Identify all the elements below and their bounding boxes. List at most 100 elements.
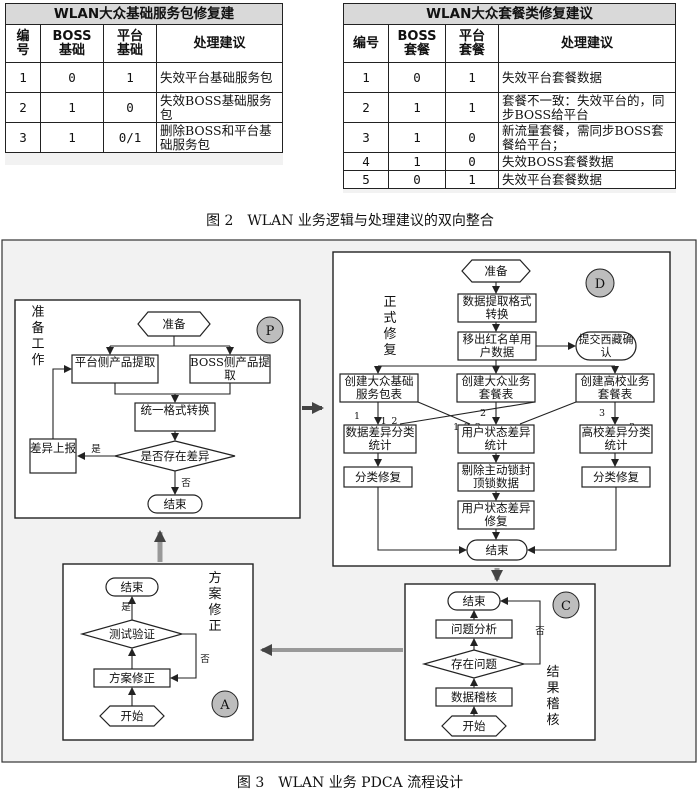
- table1-cell: 0: [40, 62, 104, 93]
- d-fix3-label: 分类修复: [593, 470, 639, 484]
- svg-text:准: 准: [31, 305, 44, 320]
- panel-p-letter: P: [266, 324, 275, 339]
- d-route-1: 1: [354, 411, 360, 422]
- table2-cell: 1: [445, 170, 499, 189]
- table2-cell: 1: [343, 62, 389, 93]
- svg-text:修: 修: [383, 327, 396, 342]
- table2-cell: 1: [388, 92, 446, 123]
- d-diff-stat: [343, 424, 417, 454]
- p-platform-extract: [71, 354, 159, 384]
- p-report-label: 差异上报: [30, 441, 76, 455]
- d-base-pkg-label: 创建大众基础服务包表: [344, 374, 414, 401]
- table2-cell: 1: [388, 122, 446, 153]
- d-remove-label: 移出红名单用户数据: [462, 332, 532, 359]
- table1-cell: 2: [5, 92, 41, 123]
- table1-cell: 1: [103, 62, 157, 93]
- table2-cell: 3: [343, 122, 389, 153]
- svg-text:式: 式: [383, 311, 396, 326]
- a-test-label: 测试验证: [109, 627, 155, 641]
- table1-header-plat: 平台基础: [103, 24, 157, 63]
- panel-c-title: 结 果 稽 核: [546, 665, 559, 728]
- d-unlock: [457, 462, 535, 492]
- svg-text:工: 工: [31, 337, 44, 352]
- table2-cell: 2: [343, 92, 389, 123]
- c-analysis-label: 问题分析: [451, 622, 497, 636]
- d-user-fix-label: 用户状态差异修复: [461, 501, 531, 528]
- a-fix-label: 方案修正: [109, 671, 155, 685]
- svg-text:正: 正: [383, 295, 396, 310]
- p-unify: [134, 402, 216, 432]
- panel-p-title: 准 备 工 作: [31, 305, 44, 368]
- svg-text:备: 备: [31, 320, 44, 336]
- p-start: [137, 311, 211, 337]
- table1-cell: 0/1: [103, 122, 157, 153]
- p-yes-label: 是: [91, 444, 101, 455]
- pdca-flowchart: .bx { fill:#fff; stroke:#222; stroke-wid…: [1, 239, 697, 763]
- svg-text:作: 作: [31, 353, 44, 368]
- table2-cell: 5: [343, 170, 389, 189]
- figure2-caption: 图 2 WLAN 业务逻辑与处理建议的双向整合: [206, 213, 494, 229]
- table2-header-no: 编号: [343, 24, 389, 63]
- svg-text:正: 正: [208, 619, 221, 634]
- c-audit-label: 数据稽核: [451, 690, 497, 704]
- d-tibet: [575, 331, 637, 361]
- table-row: 1 0 1 失效平台套餐数据: [343, 62, 676, 93]
- c-end-label: 结束: [463, 594, 486, 608]
- table1-title: WLAN大众基础服务包修复建: [5, 3, 283, 24]
- svg-text:稽: 稽: [546, 697, 559, 712]
- d-campus-diff-label: 高校差异分类统计: [581, 425, 651, 452]
- p-no-label: 否: [181, 478, 191, 489]
- p-report: [29, 438, 77, 474]
- panel-d-badge: [585, 268, 615, 298]
- p-unify-label: 统一格式转换: [140, 403, 210, 417]
- table1-cell: 失效平台基础服务包: [156, 62, 283, 93]
- table2-cell: 1: [445, 92, 499, 123]
- d-user-fix: [457, 500, 535, 530]
- p-boss-extract-label: BOSS侧产品提取: [190, 355, 270, 382]
- d-campus-pkg-label: 创建高校业务套餐表: [580, 374, 650, 401]
- panel-a-title: 方 案 修 正: [208, 570, 221, 634]
- c-start: [441, 715, 507, 737]
- d-fix1-label: 分类修复: [355, 470, 401, 484]
- panel-c-badge: [552, 591, 580, 619]
- table2-cell: 新流量套餐，需同步BOSS套餐给平台；: [498, 122, 676, 153]
- table2-cell: 4: [343, 152, 389, 171]
- table-row: 2 1 1 套餐不一致：失效平台的，同步BOSS给平台: [343, 92, 676, 123]
- svg-text:复: 复: [383, 343, 396, 358]
- svg-text:核: 核: [546, 713, 559, 728]
- table1-cell: 1: [5, 62, 41, 93]
- table2-cell: 0: [388, 170, 446, 189]
- table-row: 4 1 0 失效BOSS套餐数据: [343, 152, 676, 171]
- table1-header-advice: 处理建议: [156, 24, 283, 63]
- table-row: 3 1 0 新流量套餐，需同步BOSS套餐给平台；: [343, 122, 676, 153]
- table2-cell: 1: [388, 152, 446, 171]
- panel-d-letter: D: [595, 277, 605, 292]
- svg-text:修: 修: [208, 603, 221, 618]
- table2-cell: 失效平台套餐数据: [498, 170, 676, 189]
- d-extract: [457, 293, 537, 323]
- d-start: [461, 259, 531, 283]
- a-start: [99, 705, 165, 727]
- d-end: [466, 539, 528, 561]
- p-platform-extract-label: 平台侧产品提取: [74, 355, 156, 369]
- panel-p-badge: [256, 316, 284, 344]
- table2-cell: 套餐不一致：失效平台的，同步BOSS给平台: [498, 92, 676, 123]
- table2-cell: 0: [445, 122, 499, 153]
- d-campus-pkg: [575, 373, 655, 403]
- p-end: [147, 494, 203, 514]
- d-start-label: 准备: [485, 264, 508, 278]
- a-start-label: 开始: [121, 709, 144, 723]
- table2-cell: 失效BOSS套餐数据: [498, 152, 676, 171]
- table1-cell: 失效BOSS基础服务包: [156, 92, 283, 123]
- c-decision-label: 存在问题: [451, 657, 497, 671]
- d-end-label: 结束: [486, 543, 509, 557]
- table1-header-no: 编号: [5, 24, 41, 63]
- panel-a-badge: [211, 690, 239, 718]
- figure3-caption: 图 3 WLAN 业务 PDCA 流程设计: [236, 775, 464, 791]
- c-no-label: 否: [535, 626, 545, 637]
- table-row: 1 0 1 失效平台基础服务包: [5, 62, 283, 93]
